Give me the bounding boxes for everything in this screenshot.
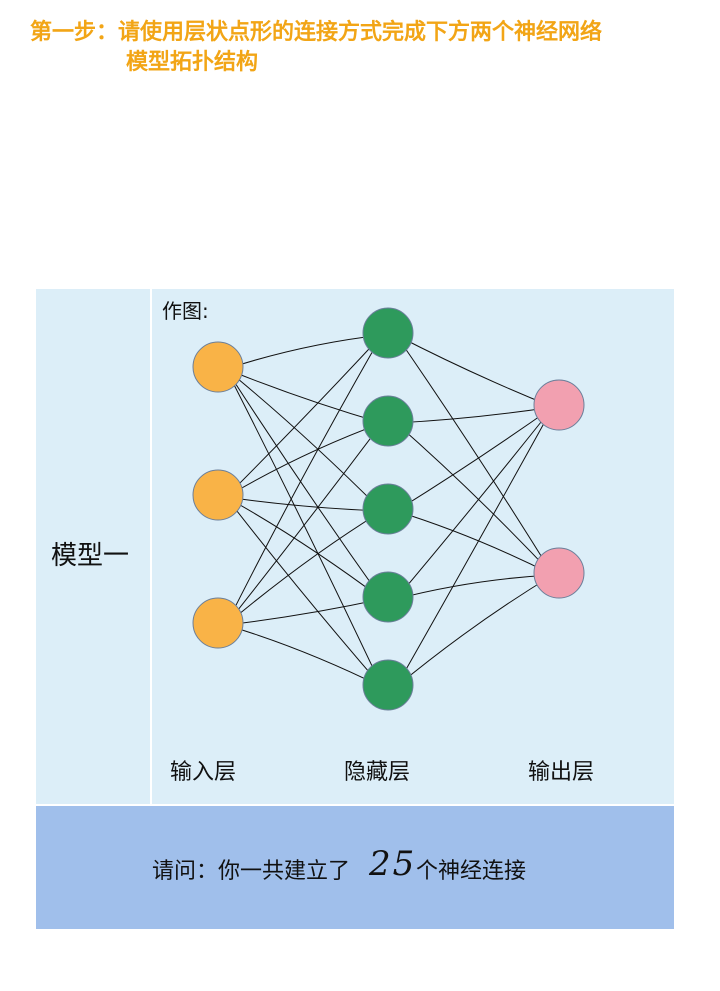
connection-line <box>225 368 383 600</box>
connection-line <box>395 334 554 576</box>
connection-line <box>395 406 554 688</box>
connection-line <box>225 496 383 600</box>
input-node <box>192 597 244 649</box>
network-diagram <box>192 307 585 711</box>
connection-line <box>395 510 554 576</box>
step-heading: 第一步：请使用层状点形的连接方式完成下方两个神经网络 模型拓扑结构 <box>30 18 700 78</box>
hidden-node <box>362 307 414 359</box>
connection-line <box>395 334 554 408</box>
question-panel: 请问：你一共建立了 25 个神经连接 <box>36 806 674 929</box>
connection-line <box>225 422 383 498</box>
connection-line <box>225 598 383 626</box>
connection-line <box>395 574 554 600</box>
connection-line <box>225 510 383 626</box>
connection-line <box>225 496 383 688</box>
connection-line <box>395 406 554 600</box>
input-node <box>192 341 244 393</box>
model-card: 模型一 作图: 输入层 隐藏层 输出层 <box>36 289 674 804</box>
connection-line <box>225 334 383 370</box>
handwritten-answer: 25 <box>369 844 417 884</box>
connection-lines <box>225 334 554 688</box>
hidden-node <box>362 483 414 535</box>
connection-line <box>395 406 554 424</box>
output-node <box>533 379 585 431</box>
hidden-node <box>362 571 414 623</box>
connection-line <box>225 624 383 688</box>
network-nodes <box>192 307 585 711</box>
connection-line <box>225 334 383 498</box>
connection-line <box>395 574 554 688</box>
connection-line <box>225 496 383 512</box>
connection-line <box>225 422 383 626</box>
connection-line <box>395 422 554 576</box>
connection-line <box>225 334 383 626</box>
connection-line <box>225 368 383 688</box>
output-layer-label: 输出层 <box>528 760 595 785</box>
hidden-node <box>362 395 414 447</box>
card-divider <box>150 289 152 804</box>
heading-line-2: 模型拓扑结构 <box>126 50 259 75</box>
connection-line <box>225 368 383 512</box>
input-layer-label: 输入层 <box>170 760 237 785</box>
input-node <box>192 469 244 521</box>
question-prefix: 请问：你一共建立了 <box>152 859 351 884</box>
connection-line <box>395 406 554 512</box>
hidden-node <box>362 659 414 711</box>
output-node <box>533 547 585 599</box>
drawing-prompt: 作图: <box>162 299 209 323</box>
hidden-layer-label: 隐藏层 <box>344 760 411 785</box>
heading-line-1: 第一步：请使用层状点形的连接方式完成下方两个神经网络 <box>30 20 603 45</box>
question-suffix: 个神经连接 <box>416 859 527 884</box>
model-label: 模型一 <box>51 541 130 571</box>
